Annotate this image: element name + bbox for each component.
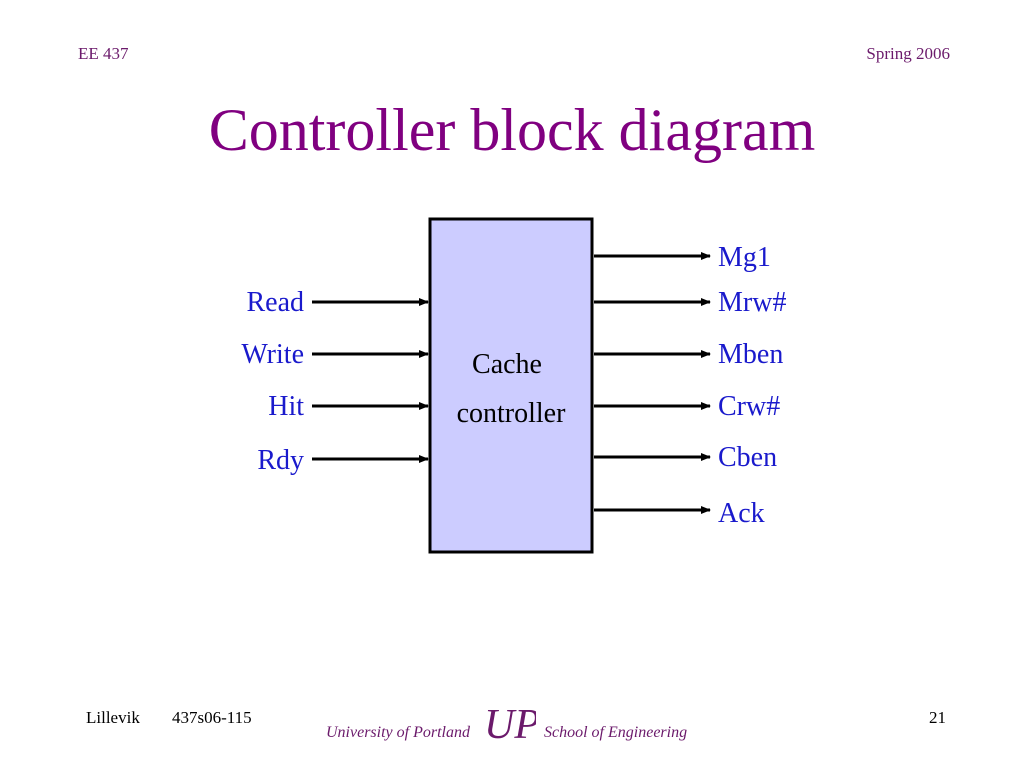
term-label: Spring 2006 — [866, 44, 950, 63]
output-label-cben: Cben — [718, 442, 777, 473]
output-label-mg1: Mg1 — [718, 242, 771, 273]
input-label-write: Write — [241, 339, 304, 370]
input-label-read: Read — [246, 287, 304, 318]
input-label-rdy: Rdy — [257, 445, 304, 476]
output-label-ack: Ack — [718, 498, 765, 529]
course-label: EE 437 — [78, 44, 129, 63]
university-name: University of Portland — [326, 724, 470, 741]
input-label-hit: Hit — [268, 391, 304, 422]
cache-controller-box — [428, 217, 594, 554]
footer-author: Lillevik — [86, 708, 140, 727]
up-logo-icon: UP — [484, 702, 536, 748]
footer-code: 437s06-115 — [172, 708, 252, 727]
page-number: 21 — [929, 708, 946, 727]
slide-title: Controller block diagram — [208, 97, 816, 163]
box-label-line1: Cache — [472, 349, 542, 380]
box-label-line2: controller — [457, 398, 567, 429]
school-name: School of Engineering — [544, 724, 688, 741]
output-label-mben: Mben — [718, 339, 783, 370]
up-logo-letters: UP — [484, 702, 536, 748]
output-label-mrw: Mrw# — [718, 287, 786, 318]
output-label-crw: Crw# — [718, 391, 780, 422]
